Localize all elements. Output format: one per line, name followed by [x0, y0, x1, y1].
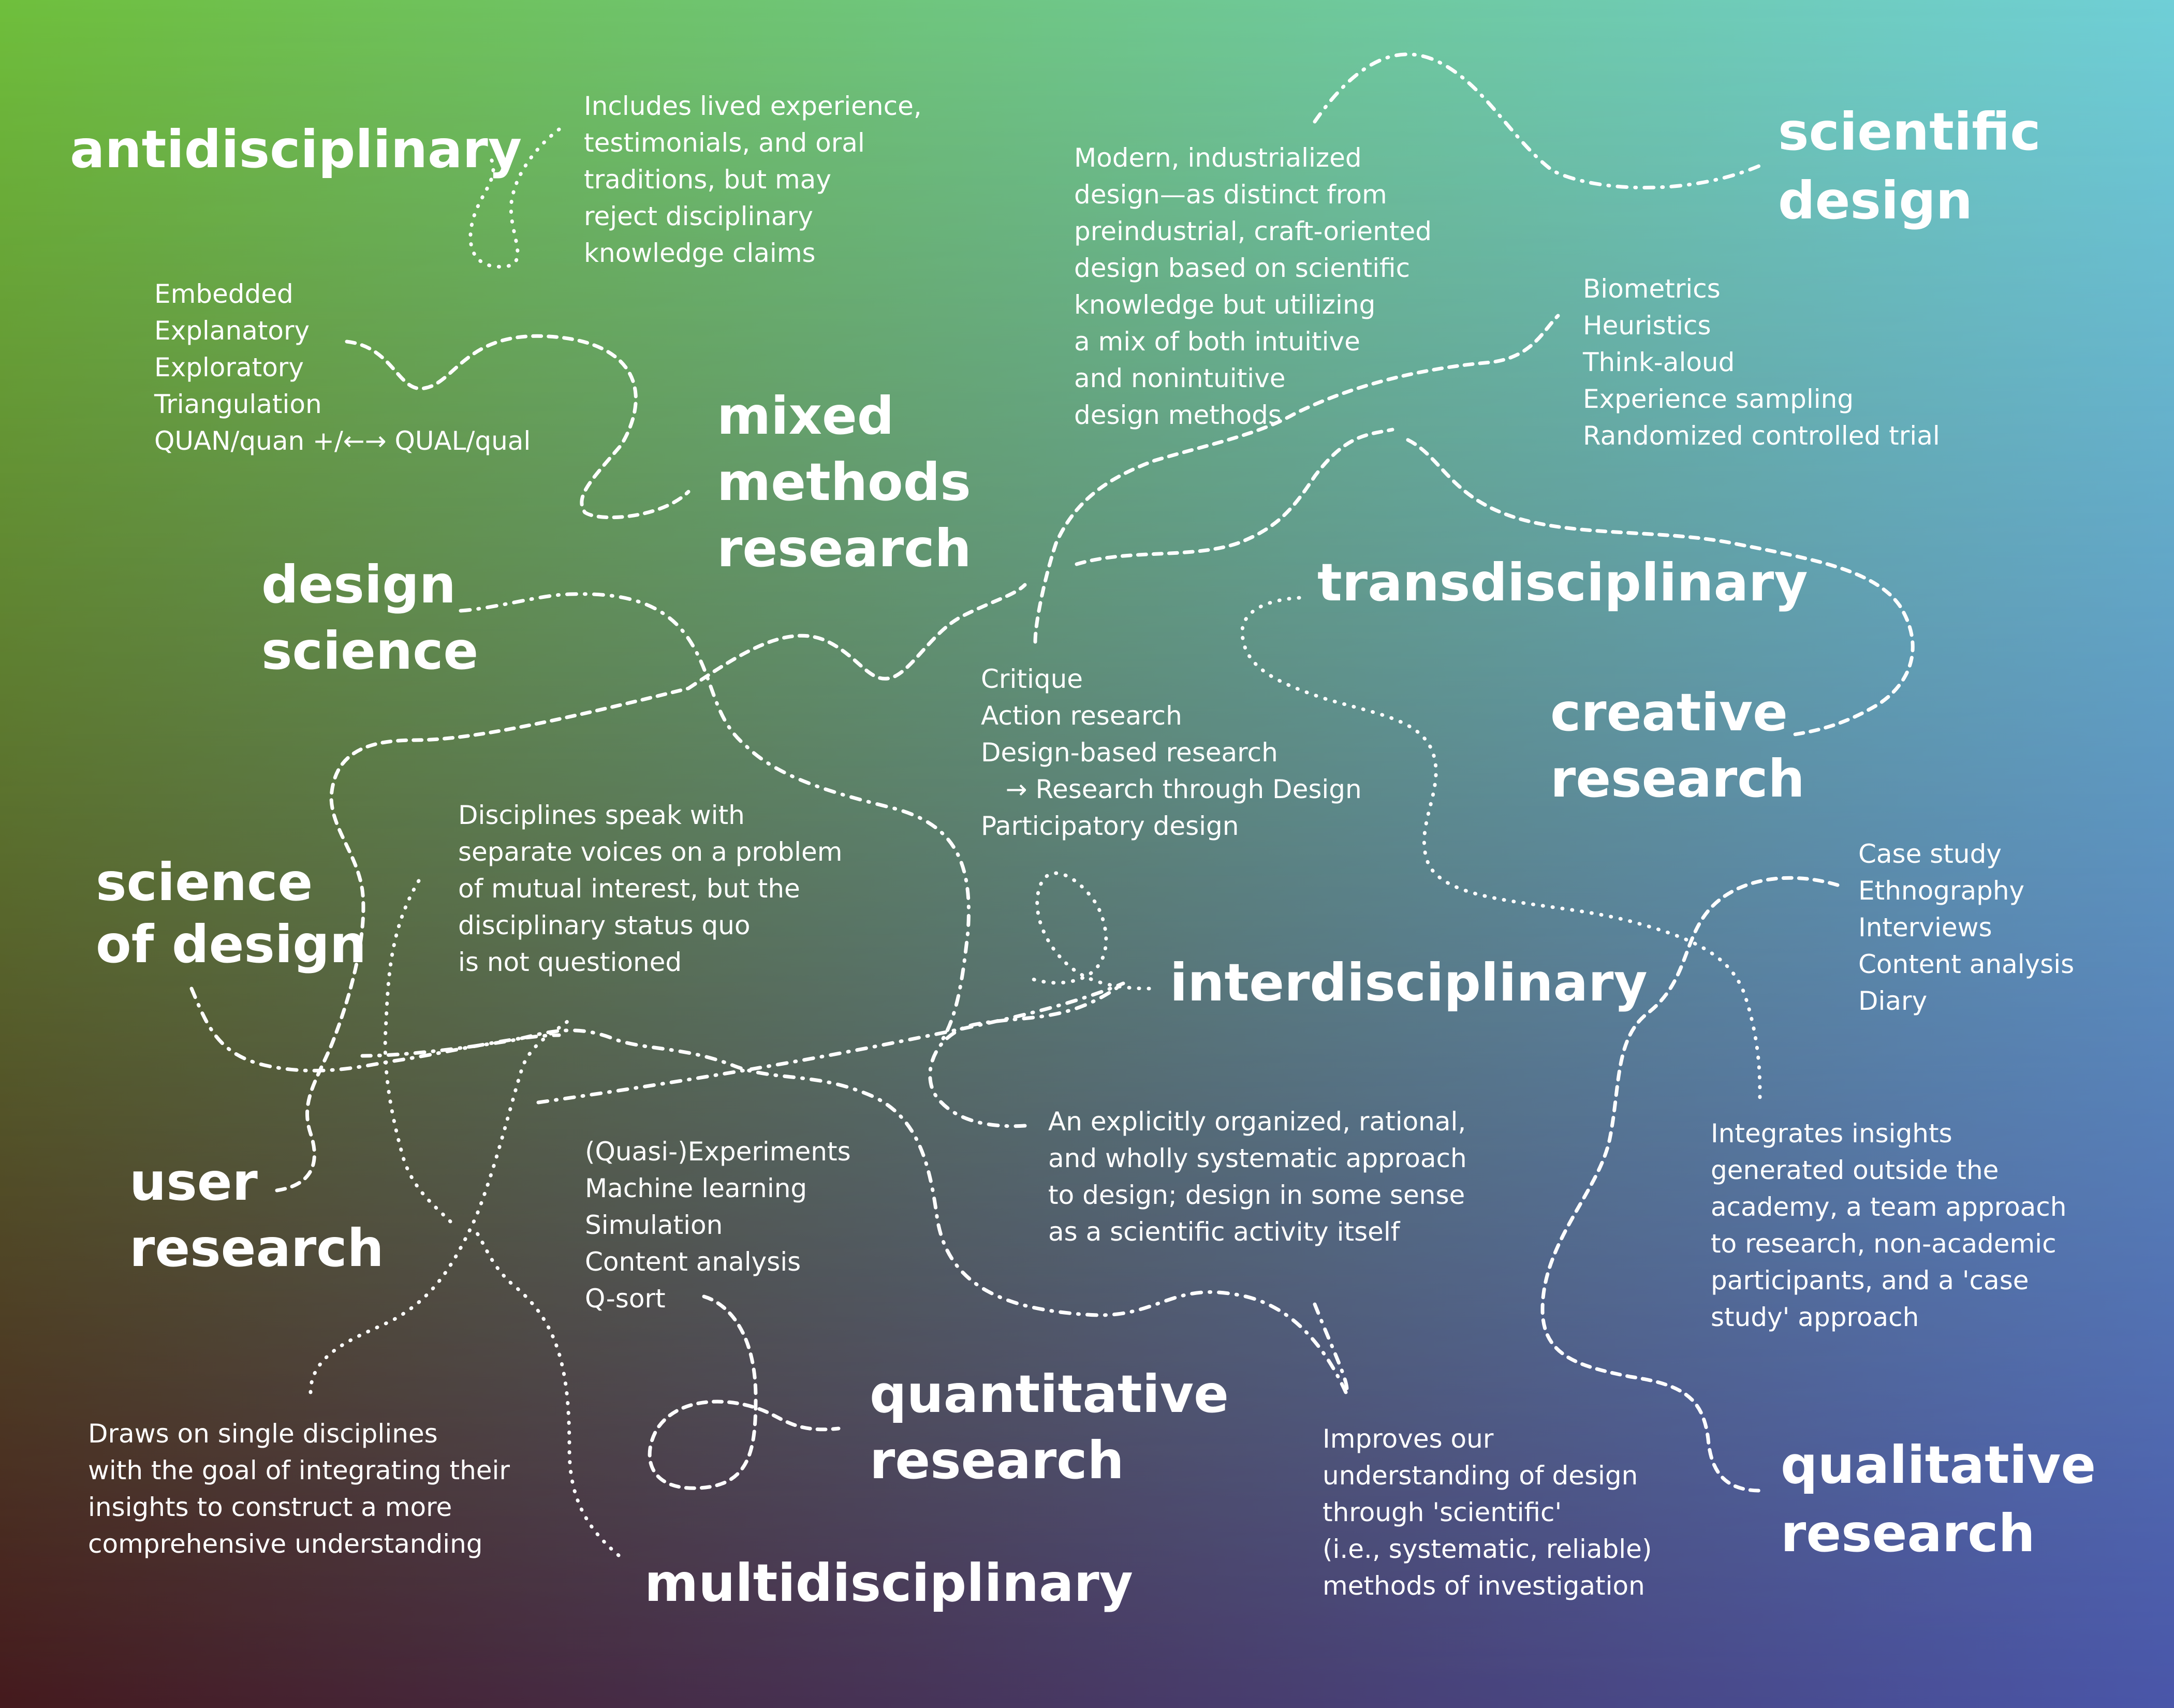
connector-transdisciplinary — [1033, 314, 1915, 737]
desc-science-of-design: An explicitly organized, rational, and w… — [1048, 1107, 1467, 1247]
term-science-of-design: science of design — [96, 852, 366, 975]
term-quantitative-research: quantitative research — [870, 1364, 1229, 1491]
connector-qualitative — [1540, 876, 1840, 1493]
desc-design-science: Improves our understanding of design thr… — [1323, 1424, 1652, 1601]
connector-multidisciplinary — [383, 878, 621, 1557]
connector-interdisciplinary-desc — [309, 1018, 571, 1394]
desc-transdisciplinary: Integrates insights generated outside th… — [1711, 1118, 2067, 1332]
desc-creative-research: Biometrics Heuristics Think-aloud Experi… — [1583, 274, 1940, 451]
connector-user-research — [275, 583, 1027, 1192]
connector-interdisciplinary — [1028, 871, 1151, 991]
term-scientific-design: scientific design — [1778, 101, 2041, 231]
connector-science-of-design — [189, 981, 1125, 1128]
term-transdisciplinary: transdisciplinary — [1317, 552, 1808, 613]
connector-antidisciplinary — [468, 127, 561, 269]
desc-qualitative-research: Case study Ethnography Interviews Conten… — [1858, 839, 2075, 1016]
desc-user-research: Critique Action research Design-based re… — [981, 664, 1362, 841]
connector-design-science — [360, 592, 1349, 1394]
term-multidisciplinary: multidisciplinary — [644, 1553, 1133, 1613]
term-design-science: design science — [261, 554, 479, 681]
term-user-research: user research — [129, 1152, 384, 1278]
term-creative-research: creative research — [1550, 682, 1805, 809]
desc-scientific-design: Modern, industrialized design—as distinc… — [1074, 143, 1432, 430]
desc-quantitative-research: (Quasi-)Experiments Machine learning Sim… — [585, 1137, 851, 1314]
connector-quantitative — [648, 1294, 841, 1490]
term-interdisciplinary: interdisciplinary — [1170, 952, 1648, 1013]
desc-multidisciplinary: Disciplines speak with separate voices o… — [458, 800, 843, 977]
desc-antidisciplinary: Includes lived experience, testimonials,… — [584, 91, 922, 268]
connector-transdisciplinary-dotted — [1240, 596, 1762, 1099]
desc-mixed-methods-research: Embedded Explanatory Exploratory Triangu… — [154, 279, 531, 456]
desc-interdisciplinary: Draws on single disciplines with the goa… — [88, 1419, 510, 1559]
term-qualitative-research: qualitative research — [1781, 1435, 2096, 1564]
connector-mixed-methods — [345, 334, 691, 520]
term-antidisciplinary: antidisciplinary — [70, 119, 522, 180]
connector-scientific-design — [1313, 52, 1762, 189]
term-mixed-methods-research: mixed methods research — [717, 386, 972, 579]
